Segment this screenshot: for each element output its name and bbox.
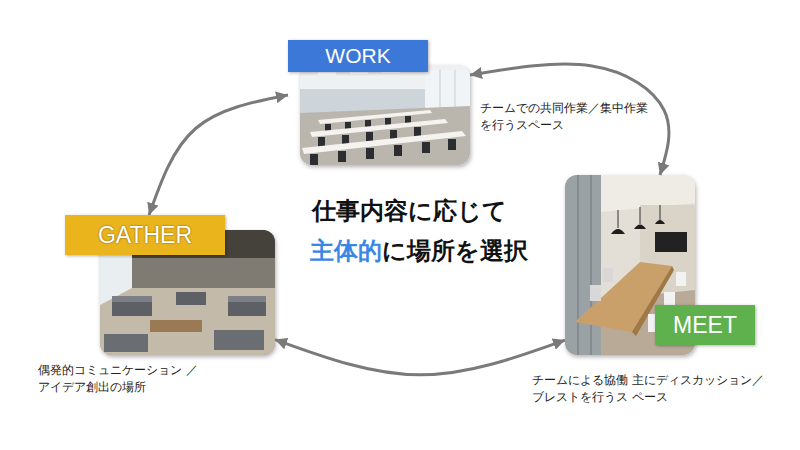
lounge-photo-part-part bbox=[132, 258, 275, 290]
meeting-room-photo-part-part bbox=[611, 229, 625, 234]
office-photo-part-part bbox=[366, 132, 373, 142]
meeting-room-photo-part-part bbox=[618, 210, 619, 228]
office-photo-part-part bbox=[422, 142, 430, 153]
office-photo-part-part bbox=[302, 131, 466, 154]
meeting-room-photo-part-part bbox=[655, 220, 665, 224]
badge-text: GATHER bbox=[98, 222, 192, 249]
meeting-room-photo-part-part bbox=[655, 232, 687, 252]
office-photo-part-part bbox=[448, 139, 456, 150]
double-arrow bbox=[275, 340, 565, 375]
office-photo-part-part bbox=[318, 72, 336, 75]
description-text: チームによる協働 主にディスカッション／ブレストを行うス ペース bbox=[532, 372, 768, 407]
double-arrow bbox=[149, 95, 288, 215]
badge-text: WORK bbox=[325, 44, 390, 68]
meeting-room-photo-part-part bbox=[590, 175, 592, 355]
office-photo-part-part bbox=[310, 154, 318, 165]
label-badge: GATHER bbox=[65, 215, 225, 255]
office-photo-part-part bbox=[338, 151, 346, 162]
highlight-text: 主体的 bbox=[310, 237, 382, 266]
office-photo-part-part bbox=[300, 106, 470, 165]
lounge-photo-part-part bbox=[104, 334, 148, 352]
meeting-room-photo-part-part bbox=[577, 175, 579, 355]
heading-text: 仕事内容に応じて bbox=[312, 197, 507, 226]
office-photo-part-part bbox=[366, 148, 374, 159]
meeting-room-photo-part-part bbox=[634, 225, 646, 230]
description-text: 偶発的コミュニケーション ／アイデア創出の場所 bbox=[38, 362, 198, 397]
badge-text: MEET bbox=[673, 312, 737, 339]
office-photo-part bbox=[300, 65, 470, 165]
photo-card: GATHER bbox=[65, 215, 275, 355]
lounge-photo-part-part bbox=[214, 330, 264, 350]
description-text: チームでの共同作業／集中作業 を行うスペース bbox=[480, 100, 654, 135]
meeting-room-photo-part-part bbox=[565, 175, 601, 355]
meeting-room-photo-part-part bbox=[590, 285, 601, 301]
lounge-photo-part-part bbox=[176, 292, 206, 305]
meeting-room-photo-part-part bbox=[660, 205, 661, 220]
label-badge: WORK bbox=[288, 40, 428, 72]
meeting-room-photo-part-part bbox=[676, 272, 686, 286]
lounge-photo-part-part bbox=[112, 300, 152, 316]
office-photo-part-part bbox=[394, 145, 402, 156]
photo-card: MEET bbox=[565, 175, 755, 355]
lounge-photo-part-part bbox=[112, 296, 152, 302]
lounge-photo-part-part bbox=[100, 288, 275, 355]
label-badge: MEET bbox=[655, 305, 755, 345]
lounge-photo-part-part bbox=[150, 320, 202, 332]
office-photo-part-part bbox=[318, 137, 325, 147]
photo-card: WORK bbox=[288, 40, 470, 165]
lounge-photo-part-part bbox=[228, 296, 266, 302]
heading-text: に場所を選択 bbox=[382, 237, 528, 266]
lounge-photo-part-part bbox=[228, 300, 266, 316]
meeting-room-photo-part-part bbox=[640, 207, 641, 224]
office-photo-part bbox=[300, 65, 470, 165]
office-photo bbox=[300, 65, 470, 165]
office-photo-part-part bbox=[310, 119, 448, 137]
meeting-room-photo-part-part bbox=[603, 268, 613, 282]
double-arrow bbox=[470, 64, 669, 175]
